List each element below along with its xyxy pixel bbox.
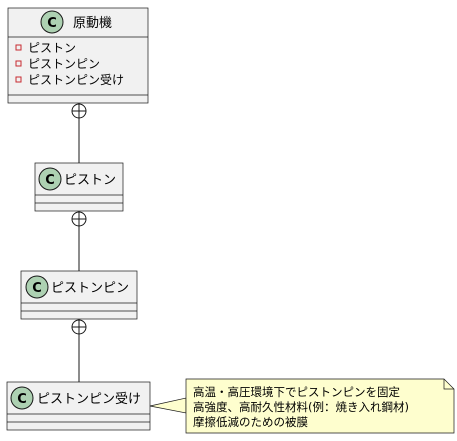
- private-marker-icon: [15, 44, 22, 51]
- class-c-letter: C: [17, 392, 27, 407]
- private-marker-icon: [15, 76, 22, 83]
- note-line: 摩擦低減のための被膜: [193, 415, 308, 429]
- class-piston-pin[interactable]: C ピストンピン: [20, 270, 138, 320]
- class-name: ピストンピン: [51, 281, 129, 296]
- class-c-letter: C: [32, 281, 42, 296]
- relation-engine-piston: [71, 103, 87, 163]
- class-c-letter: C: [45, 173, 55, 188]
- class-piston[interactable]: C ピストン: [34, 162, 124, 212]
- class-c-icon: [40, 10, 64, 34]
- note-line: 高温・高圧環境下でピストンピンを固定: [193, 385, 400, 399]
- note-line: 高強度、高耐久性材料(例：焼き入れ鋼材): [193, 400, 409, 414]
- class-piston-pin-bearing[interactable]: C ピストンピン受け: [6, 381, 151, 431]
- private-marker-icon: [15, 60, 22, 67]
- class-attribute: ピストン: [28, 41, 76, 55]
- class-c-icon: [25, 275, 49, 299]
- class-name: ピストン: [64, 173, 116, 188]
- class-name: 原動機: [73, 16, 112, 31]
- relation-piston-pin: [71, 211, 87, 271]
- note-fold-icon: [443, 379, 454, 390]
- relation-pin-bearing: [71, 319, 87, 382]
- class-name: ピストンピン受け: [37, 392, 141, 407]
- class-c-icon: [38, 167, 62, 191]
- class-attribute: ピストンピン受け: [28, 73, 124, 87]
- note-body: [185, 378, 455, 434]
- class-c-icon: [10, 386, 34, 410]
- class-attribute: ピストンピン: [28, 57, 100, 71]
- class-c-letter: C: [47, 16, 57, 31]
- note-connector: [149, 397, 187, 414]
- note[interactable]: 高温・高圧環境下でピストンピンを固定 高強度、高耐久性材料(例：焼き入れ鋼材) …: [149, 378, 455, 434]
- class-engine[interactable]: C 原動機 ピストン ピストンピン ピストンピン受け: [7, 7, 149, 104]
